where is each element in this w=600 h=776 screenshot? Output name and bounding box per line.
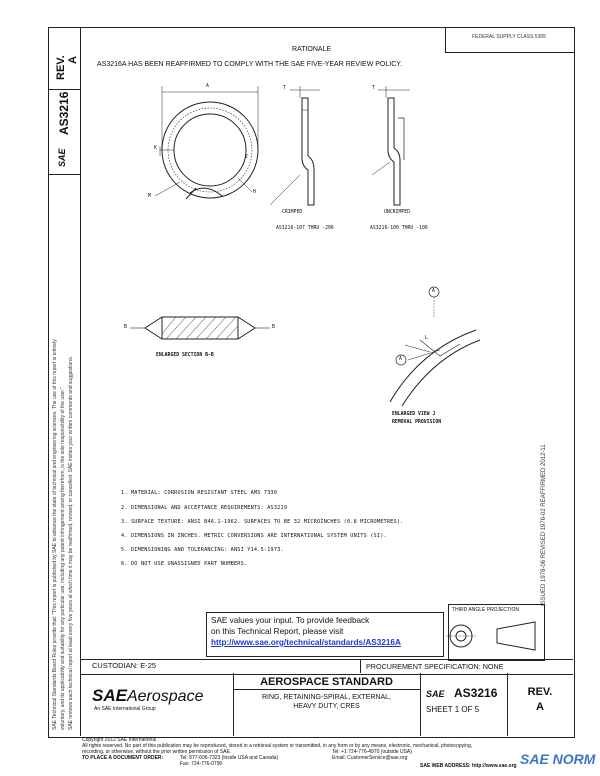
part-title-line-1: RING, RETAINING-SPIRAL, EXTERNAL, bbox=[261, 694, 391, 701]
footer-copyright: Copyright 2012 SAE International bbox=[82, 737, 157, 743]
range-right-label: AS3216-100 THRU -106 bbox=[370, 226, 428, 231]
sae-aerospace-logo: SAEAerospace bbox=[92, 686, 203, 706]
note-2: 2. DIMENSIONAL AND ACCEPTANCE REQUIREMEN… bbox=[121, 505, 288, 511]
range-left-label: AS3216-107 THRU -206 bbox=[276, 226, 334, 231]
footer-tel: Tel: 877-606-7323 (inside USA and Canada… bbox=[180, 755, 279, 761]
view-j-title: ENLARGED VIEW J bbox=[392, 412, 436, 417]
left-num-box bbox=[48, 89, 80, 175]
note-4: 4. DIMENSIONS IN INCHES. METRIC CONVERSI… bbox=[121, 533, 387, 539]
uncrimped-label: UNCRIMPED bbox=[384, 210, 410, 215]
view-j-arc-inner bbox=[401, 339, 481, 407]
drawing-frame bbox=[48, 27, 575, 738]
federal-supply-class: FEDERAL SUPPLY CLASS 5365 bbox=[472, 34, 546, 40]
footer-fax: Fax: 724-776-0790 bbox=[180, 761, 223, 767]
part-title-line-2: HEAVY DUTY, CRES bbox=[293, 703, 360, 710]
footer-email: Email: CustomerService@sae.org bbox=[332, 755, 408, 761]
ring-inner-circle bbox=[173, 113, 247, 187]
left-strip bbox=[48, 27, 81, 736]
dim-k-letter: K bbox=[154, 146, 157, 151]
dim-m-letter: M bbox=[148, 194, 151, 199]
dim-a-letter: A bbox=[206, 84, 209, 89]
title-doc-number: AS3216 bbox=[454, 686, 498, 700]
title-rev-value: A bbox=[536, 701, 544, 713]
title-divider-3 bbox=[507, 673, 508, 736]
dim-j-letter: J bbox=[245, 155, 248, 160]
federal-supply-box bbox=[445, 27, 575, 53]
third-angle-box bbox=[448, 604, 545, 661]
datum-a-circle-2 bbox=[395, 354, 407, 366]
logo-sae: SAE bbox=[92, 686, 127, 705]
title-rev-label: REV. bbox=[527, 686, 553, 698]
title-sae-mark: SAE bbox=[426, 689, 445, 699]
dim-l-letter: L bbox=[425, 336, 428, 341]
custodian-text: CUSTODIAN: E-25 bbox=[92, 661, 157, 670]
sheet-label: SHEET 1 OF 5 bbox=[426, 705, 480, 714]
title-divider-1 bbox=[233, 673, 234, 736]
left-rev-box bbox=[48, 27, 80, 90]
crimped-label: CRIMPED bbox=[282, 210, 303, 215]
logo-subtitle: An SAE International Group bbox=[94, 706, 156, 712]
dim-t-letter-2: T bbox=[372, 86, 375, 91]
feedback-line-1: SAE values your input. To provide feedba… bbox=[211, 616, 370, 625]
procurement-text: PROCUREMENT SPECIFICATION: NONE bbox=[366, 662, 504, 671]
footer-tel-2: Tel: +1 724-776-4970 (outside USA) bbox=[332, 749, 412, 755]
rationale-text: AS3216A HAS BEEN REAFFIRMED TO COMPLY WI… bbox=[97, 61, 402, 68]
section-b-letter-left: B bbox=[124, 325, 127, 330]
datum-a-letter-2: A bbox=[399, 357, 402, 362]
feedback-box bbox=[206, 612, 444, 657]
standard-title: AEROSPACE STANDARD bbox=[260, 676, 393, 688]
view-j-subtitle: REMOVAL PROVISION bbox=[392, 420, 442, 425]
custodian-divider bbox=[360, 659, 361, 673]
projection-frustum bbox=[496, 621, 536, 651]
section-bb-body bbox=[161, 316, 239, 340]
dim-h-letter: H bbox=[253, 190, 256, 195]
note-5: 5. DIMENSIONING AND TOLERANCING: ANSI Y1… bbox=[121, 547, 284, 553]
dim-t-letter: T bbox=[283, 86, 286, 91]
logo-aerospace: Aerospace bbox=[126, 688, 204, 705]
uncrimped-side-view bbox=[387, 97, 401, 206]
title-hline bbox=[233, 689, 420, 690]
footer-rights: All rights reserved. No part of this pub… bbox=[82, 743, 473, 749]
note-6: 6. DO NOT USE UNASSIGNED PART NUMBERS. bbox=[121, 561, 248, 567]
footer-rights-2: recording, or otherwise, without the pri… bbox=[82, 749, 232, 755]
title-divider-2 bbox=[420, 673, 421, 736]
third-angle-label: THIRD ANGLE PROJECTION bbox=[452, 607, 519, 613]
rationale-heading: RATIONALE bbox=[292, 46, 332, 53]
footer-order-label: TO PLACE A DOCUMENT ORDER: bbox=[82, 755, 164, 761]
section-b-letter-right: B bbox=[272, 325, 275, 330]
custodian-row bbox=[80, 659, 573, 675]
feedback-link[interactable]: http://www.sae.org/technical/standards/A… bbox=[211, 638, 401, 647]
note-1: 1. MATERIAL: CORROSION RESISTANT STEEL A… bbox=[121, 490, 278, 496]
datum-a-letter: A bbox=[432, 289, 435, 294]
section-bb-title: ENLARGED SECTION B-B bbox=[156, 353, 214, 358]
note-3: 3. SURFACE TEXTURE: ANSI B46.1-1962. SUR… bbox=[121, 519, 404, 525]
crimped-side-view bbox=[301, 97, 315, 206]
footer-web: SAE WEB ADDRESS: http://www.sae.org bbox=[420, 763, 517, 769]
view-j-arc-outer bbox=[389, 329, 477, 403]
feedback-line-2: on this Technical Report, please visit bbox=[211, 627, 344, 636]
sae-norm-watermark: SAE NORM bbox=[520, 751, 596, 767]
